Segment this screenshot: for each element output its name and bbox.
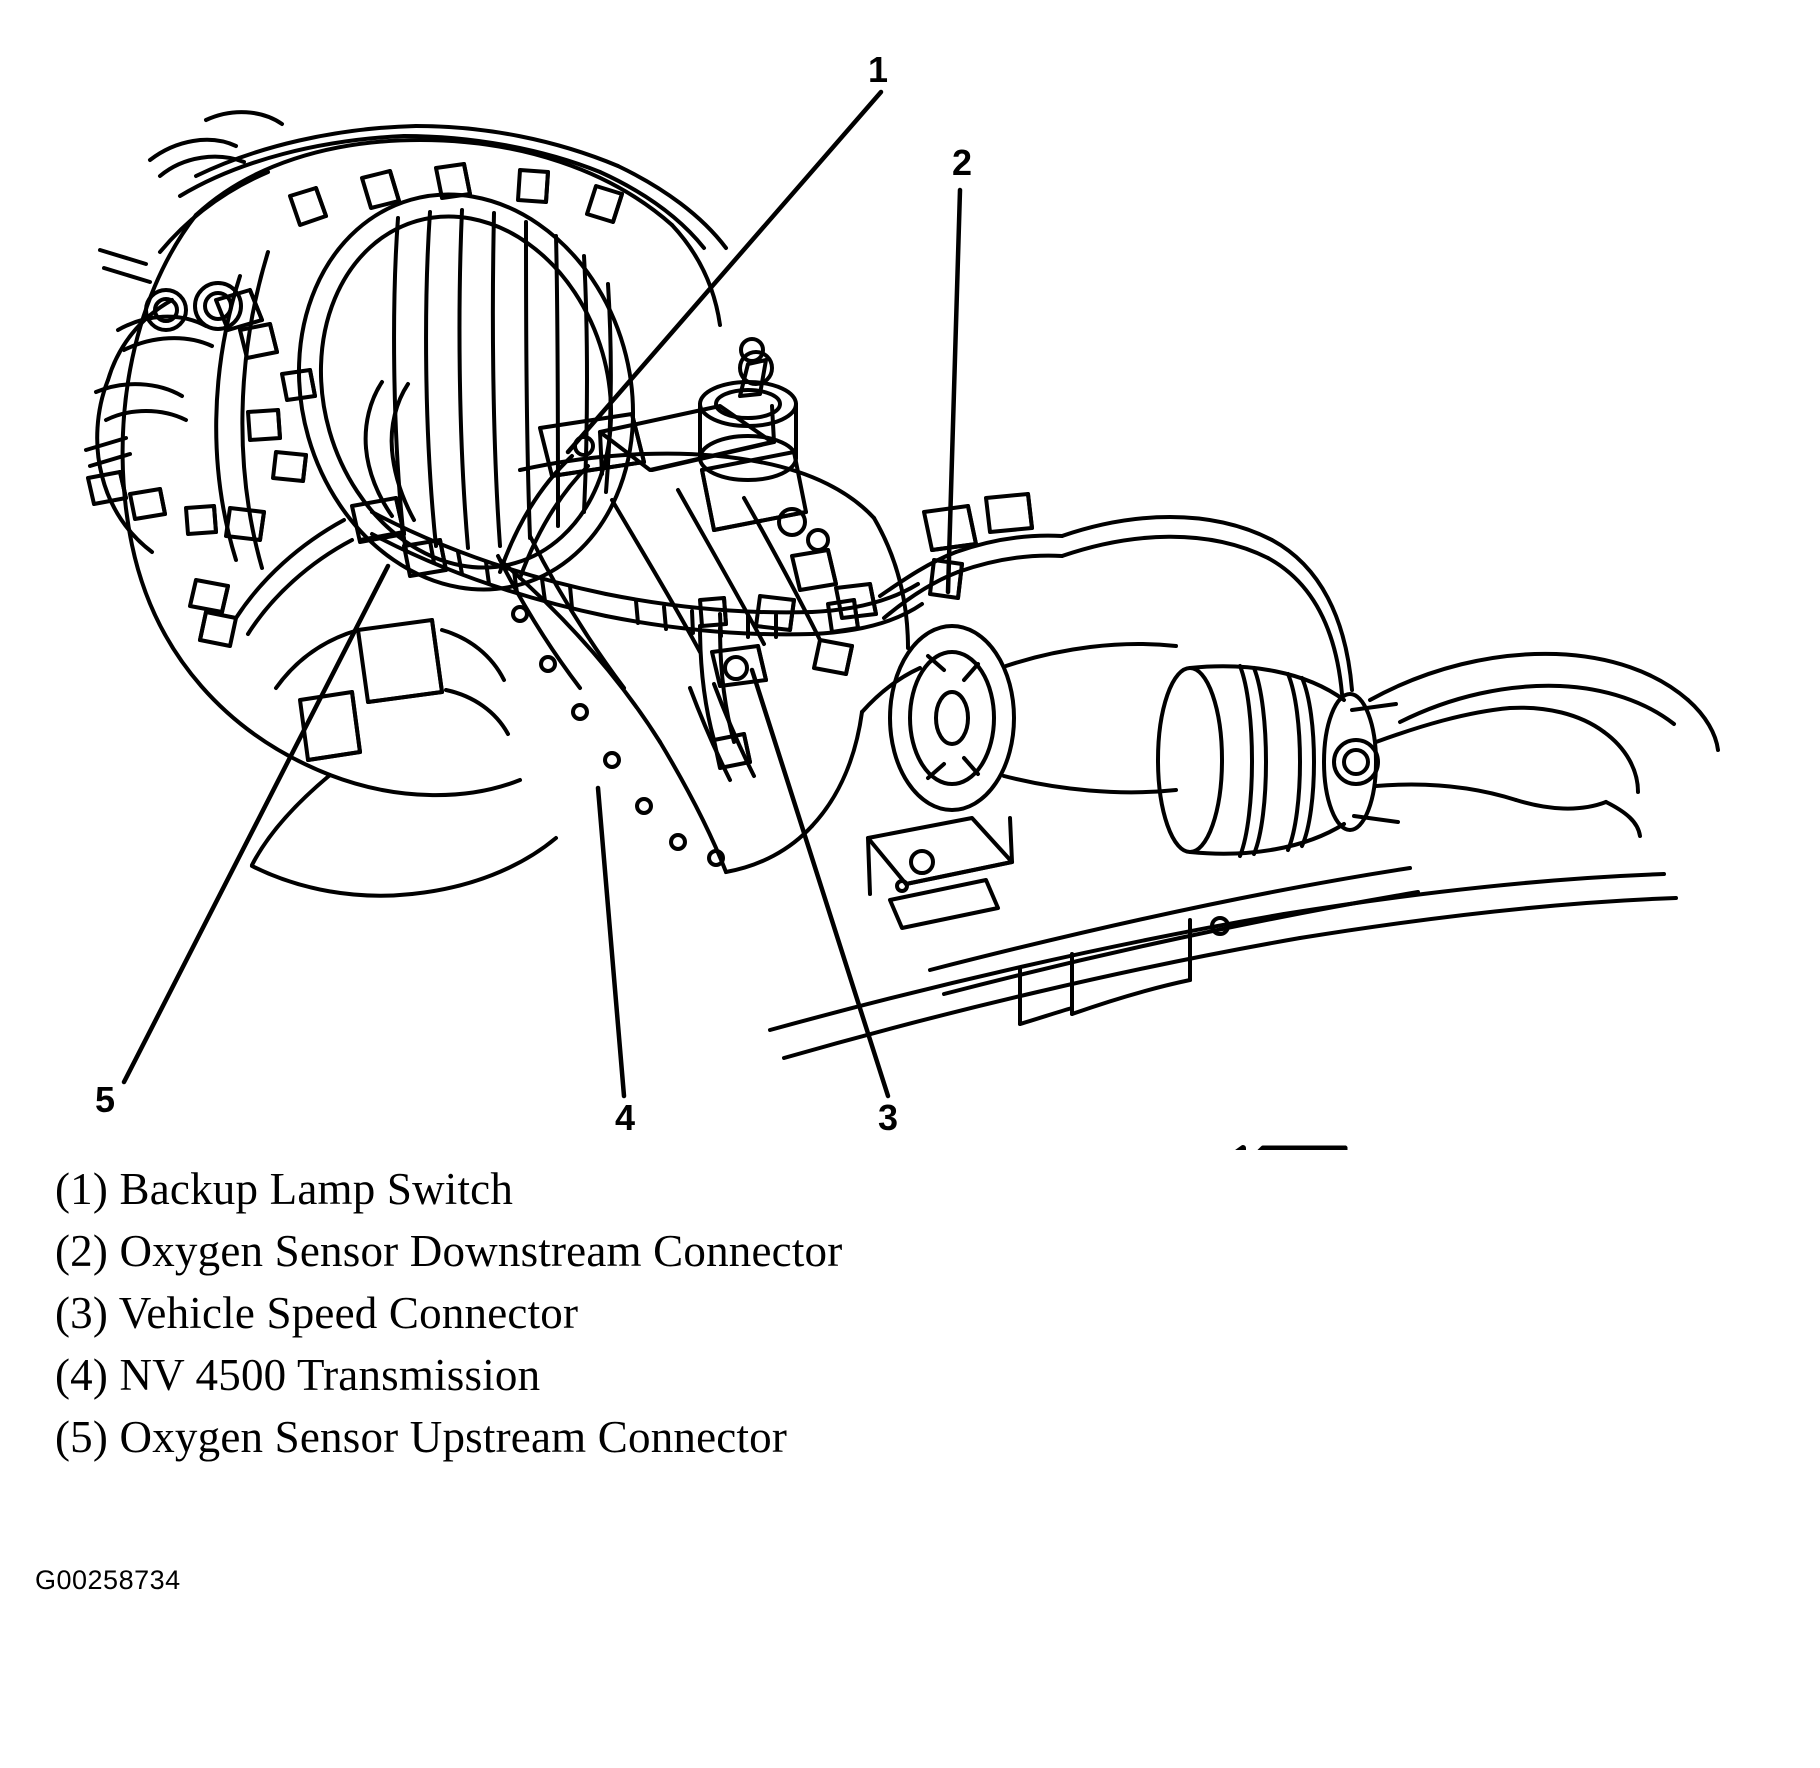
assembly-line-art	[84, 89, 1720, 1150]
legend-item-3: (3) Vehicle Speed Connector	[55, 1288, 579, 1339]
legend-item-4: (4) NV 4500 Transmission	[55, 1350, 541, 1401]
lower-pan-detail	[250, 618, 558, 898]
callout-number-3: 3	[878, 1097, 899, 1138]
leader-line-5	[121, 563, 391, 1085]
legend-item-5: (5) Oxygen Sensor Upstream Connector	[55, 1412, 788, 1463]
legend-item-1: (1) Backup Lamp Switch	[55, 1164, 514, 1214]
engine-harness-cluster	[84, 110, 728, 614]
exhaust-muffler	[1156, 651, 1720, 858]
leader-line-1	[565, 89, 884, 455]
callout-number-4: 4	[615, 1097, 636, 1138]
direction-arrow	[1235, 1145, 1348, 1150]
leader-line-4	[595, 785, 627, 1099]
technical-drawing: 1 2 3 4 5	[84, 49, 1720, 1150]
output-adapter	[860, 516, 1178, 812]
leader-line-3	[749, 667, 891, 1099]
legend-list: (1) Backup Lamp Switch (2) Oxygen Sensor…	[55, 1158, 1155, 1468]
drawing-id-code: G00258734	[35, 1565, 181, 1595]
callout-leaders	[121, 89, 963, 1099]
callout-number-5: 5	[95, 1079, 116, 1120]
callout-number-1: 1	[868, 49, 889, 90]
leader-line-2	[945, 187, 963, 595]
frame-rails	[768, 816, 1678, 1060]
nv4500-transmission-case	[496, 337, 878, 874]
legend-item-2: (2) Oxygen Sensor Downstream Connector	[55, 1226, 843, 1277]
callout-number-2: 2	[952, 142, 973, 183]
